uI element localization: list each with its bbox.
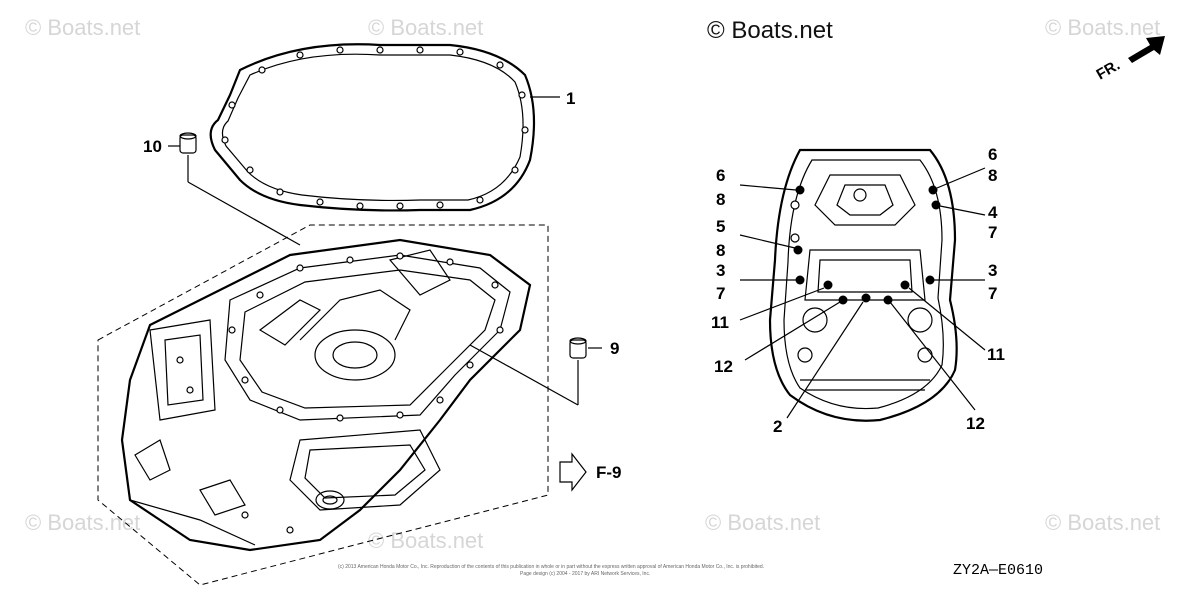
callout-12-left: 12 <box>714 357 733 376</box>
assembly-boundary <box>97 224 549 586</box>
oil-case-bottom-view <box>739 148 986 422</box>
watermark-main: © Boats.net <box>707 17 833 44</box>
diagram-code: ZY2A—E0610 <box>953 562 1043 579</box>
callout-12-right: 12 <box>966 414 985 433</box>
callout-11-left: 11 <box>711 313 729 332</box>
callout-3-right: 3 <box>988 261 997 280</box>
gasket-part-1 <box>209 43 560 212</box>
callout-3-left: 3 <box>716 261 725 280</box>
callout-11-right: 11 <box>987 345 1005 364</box>
callout-1: 1 <box>566 89 575 108</box>
figure-reference-f9: F-9 <box>559 452 622 492</box>
reference-arrow-icon <box>559 452 587 492</box>
watermark-top-center: © Boats.net <box>368 15 483 40</box>
callout-7-right: 7 <box>988 284 997 303</box>
watermark-bottom-mid-right: © Boats.net <box>705 510 820 535</box>
callout-7-left: 7 <box>716 284 725 303</box>
callout-8-left-top: 8 <box>716 190 725 209</box>
callout-10: 10 <box>143 137 162 156</box>
watermark-top-left: © Boats.net <box>25 15 140 40</box>
figure-reference-label: F-9 <box>596 463 622 482</box>
callout-4: 4 <box>988 203 998 222</box>
callout-8-left-mid: 8 <box>716 241 725 260</box>
oil-case-assembly <box>120 238 532 552</box>
dowel-pin-part-10 <box>168 132 301 246</box>
watermark-bottom-left: © Boats.net <box>25 510 140 535</box>
callout-5: 5 <box>716 217 725 236</box>
callout-6-left: 6 <box>716 166 725 185</box>
dowel-pin-part-9 <box>469 337 602 406</box>
callout-2: 2 <box>773 417 782 436</box>
callout-8-right: 8 <box>988 166 997 185</box>
callout-9: 9 <box>610 339 619 358</box>
front-arrow-icon <box>1128 36 1165 63</box>
watermark-top-right: © Boats.net <box>1045 15 1160 40</box>
callout-7-right-top: 7 <box>988 223 997 242</box>
copyright-line-2: Page design (c) 2004 - 2017 by ARI Netwo… <box>520 571 650 577</box>
copyright-line-1: (c) 2013 American Honda Motor Co., Inc. … <box>338 564 764 570</box>
front-label: FR. <box>1094 57 1123 84</box>
watermark-bottom-right: © Boats.net <box>1045 510 1160 535</box>
watermark-bottom-center: © Boats.net <box>368 528 483 553</box>
front-direction-indicator: FR. <box>1094 36 1165 84</box>
callout-6-right: 6 <box>988 145 997 164</box>
